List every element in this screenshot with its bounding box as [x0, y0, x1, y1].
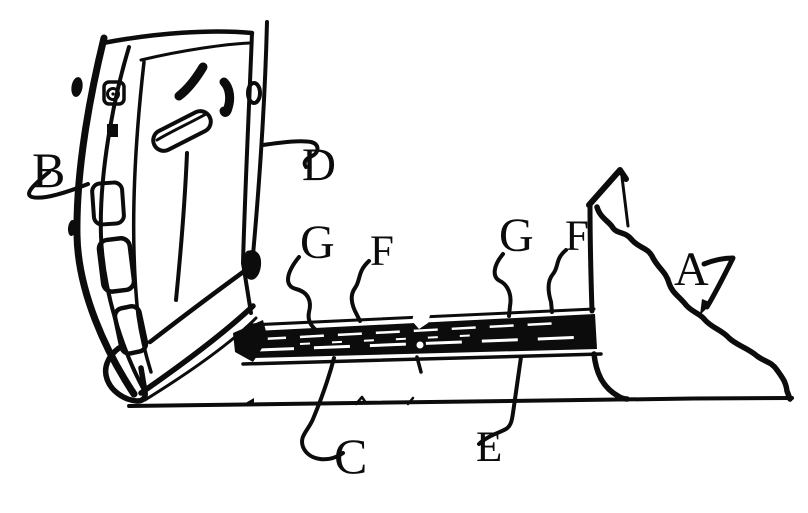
door-edge-small-block [107, 124, 118, 137]
door-edge-hinge-bump-upper [71, 77, 83, 97]
body-panel-torn-break-line [594, 204, 793, 402]
label-d: D [302, 139, 336, 191]
sill-door-corner-wedge [233, 320, 268, 362]
leader-f-right [546, 248, 568, 314]
label-g-left: G [300, 216, 335, 269]
label-c: C [334, 428, 367, 484]
ground-tick-2 [354, 395, 368, 406]
sill-white-notch [412, 311, 431, 329]
leader-d [261, 139, 320, 169]
sill-white-speck [416, 341, 424, 349]
leader-g-left [286, 255, 320, 334]
door-handle-cup-mark [219, 77, 235, 117]
leader-e [477, 355, 523, 446]
rocker-sill [233, 307, 603, 366]
label-f-left: F [370, 228, 394, 275]
label-a: A [674, 243, 709, 296]
door-edge-recess-upper [90, 180, 126, 227]
door-bottom-outer-diagonal-return [143, 316, 258, 402]
body-panel-torn-away [586, 167, 793, 402]
body-panel-top-flag-edge [586, 167, 629, 208]
door-edge-recess-lower [112, 304, 149, 356]
door-armrest-top-face-line [155, 112, 208, 142]
sill-bottom-lip-line [241, 352, 603, 366]
body-panel-top-flag-inner-line [620, 175, 630, 228]
leader-f-left [349, 259, 371, 323]
label-f-right: F [565, 213, 589, 260]
door-lock-cylinder-dot [111, 92, 115, 96]
leader-c [300, 356, 345, 462]
door-armrest [151, 109, 213, 153]
reference-letters: B D G F G F A C E [32, 139, 709, 484]
ground-tick-3 [406, 396, 415, 406]
leader-g-right [492, 252, 513, 318]
door-lock-striker-plate [102, 80, 126, 106]
ground-line [127, 396, 794, 408]
leader-stub-below-sill [415, 355, 423, 374]
ground [127, 395, 794, 408]
reference-arrow-a-shaft [701, 255, 736, 310]
door-assembly [67, 20, 269, 404]
leader-b [27, 170, 90, 200]
door-release-lever-mark [174, 62, 208, 101]
door-right-edge-front-line [241, 31, 254, 265]
reference-arrow-a-head [700, 299, 712, 315]
ground-tick-arrow [242, 398, 254, 405]
door-outer-edge [73, 34, 138, 398]
label-b: B [32, 142, 65, 198]
door-edge-hinge-bump-lower [67, 220, 77, 236]
reference-leaders [27, 139, 736, 462]
body-panel-front-edge [587, 201, 595, 314]
sill-highlight-streak-1 [261, 321, 561, 341]
door-pull-line [174, 151, 189, 302]
door-bottom-outer-diagonal [138, 303, 256, 396]
door-lock-cylinder [106, 87, 120, 101]
door-edge-recess-middle [96, 236, 137, 294]
body-panel-pillar-foot [591, 351, 630, 402]
door-corner-foot [102, 345, 148, 404]
label-g-right: G [499, 209, 534, 262]
door-lock-knob-ring [246, 81, 262, 105]
label-e: E [476, 424, 502, 471]
door-bottom-inner-diagonal [147, 259, 260, 345]
door-top-edge-inner [139, 41, 252, 62]
door-top-edge-outer [100, 29, 255, 46]
